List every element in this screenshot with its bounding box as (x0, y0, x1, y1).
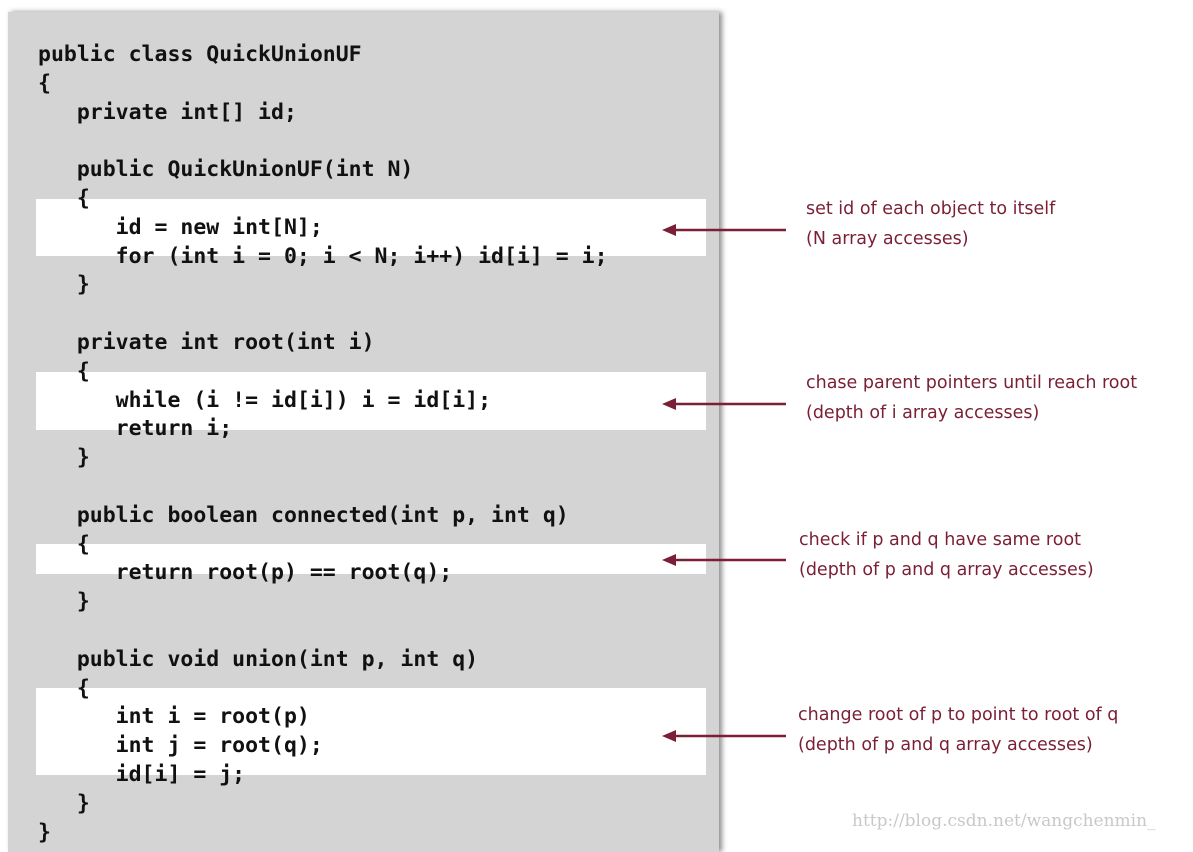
code-line: { (38, 358, 90, 384)
code-line: int i = root(p) (38, 704, 310, 730)
annotation-line: chase parent pointers until reach root (806, 373, 1138, 393)
annotation-line: set id of each object to itself (806, 199, 1056, 219)
highlight-union-body (36, 688, 706, 775)
annotation-constructor: set id of each object to itself (N array… (806, 194, 1055, 254)
annotation-line: (depth of p and q array accesses) (799, 560, 1094, 580)
code-line: id[i] = j; (38, 761, 246, 787)
annotation-line: change root of p to point to root of q (798, 705, 1119, 725)
code-line: private int[] id; (38, 99, 297, 125)
code-line (38, 473, 608, 502)
code-line: return root(p) == root(q); (38, 560, 453, 586)
code-line: private int root(int i) (38, 329, 375, 355)
code-line: id = new int[N]; (38, 214, 323, 240)
annotation-union: change root of p to point to root of q (… (798, 700, 1118, 760)
annotation-root: chase parent pointers until reach root (… (806, 368, 1137, 428)
code-line: { (38, 70, 51, 96)
code-line (38, 127, 608, 156)
code-line: public QuickUnionUF(int N) (38, 157, 414, 183)
code-line: } (38, 272, 90, 298)
code-line: { (38, 185, 90, 211)
annotation-connected: check if p and q have same root (depth o… (799, 525, 1094, 585)
code-line: } (38, 589, 90, 615)
code-line: public boolean connected(int p, int q) (38, 502, 569, 528)
code-line: for (int i = 0; i < N; i++) id[i] = i; (38, 243, 608, 269)
left-arrow-icon (662, 224, 786, 236)
left-arrow-icon (662, 398, 786, 410)
code-line (38, 617, 608, 646)
code-line: } (38, 790, 90, 816)
code-line: while (i != id[i]) i = id[i]; (38, 387, 492, 413)
code-line: int j = root(q); (38, 733, 323, 759)
code-line: { (38, 531, 90, 557)
code-line: { (38, 675, 90, 701)
watermark: http://blog.csdn.net/wangchenmin_ (852, 811, 1156, 831)
annotation-line: (N array accesses) (806, 229, 969, 249)
highlight-constructor-body (36, 199, 706, 256)
code-line (38, 300, 608, 329)
left-arrow-icon (662, 730, 786, 742)
code-line: } (38, 445, 90, 471)
left-arrow-icon (662, 554, 786, 566)
code-line: return i; (38, 416, 233, 442)
code-line: } (38, 819, 51, 845)
highlight-root-body (36, 372, 706, 430)
annotation-line: (depth of i array accesses) (806, 403, 1040, 423)
code-line: public class QuickUnionUF (38, 42, 362, 67)
highlight-connected-body (36, 544, 706, 574)
code-panel: public class QuickUnionUF { private int[]… (8, 12, 719, 852)
annotation-line: (depth of p and q array accesses) (798, 735, 1093, 755)
annotation-line: check if p and q have same root (799, 530, 1082, 550)
code-line: public void union(int p, int q) (38, 646, 479, 672)
code-block: public class QuickUnionUF { private int[]… (38, 41, 608, 847)
